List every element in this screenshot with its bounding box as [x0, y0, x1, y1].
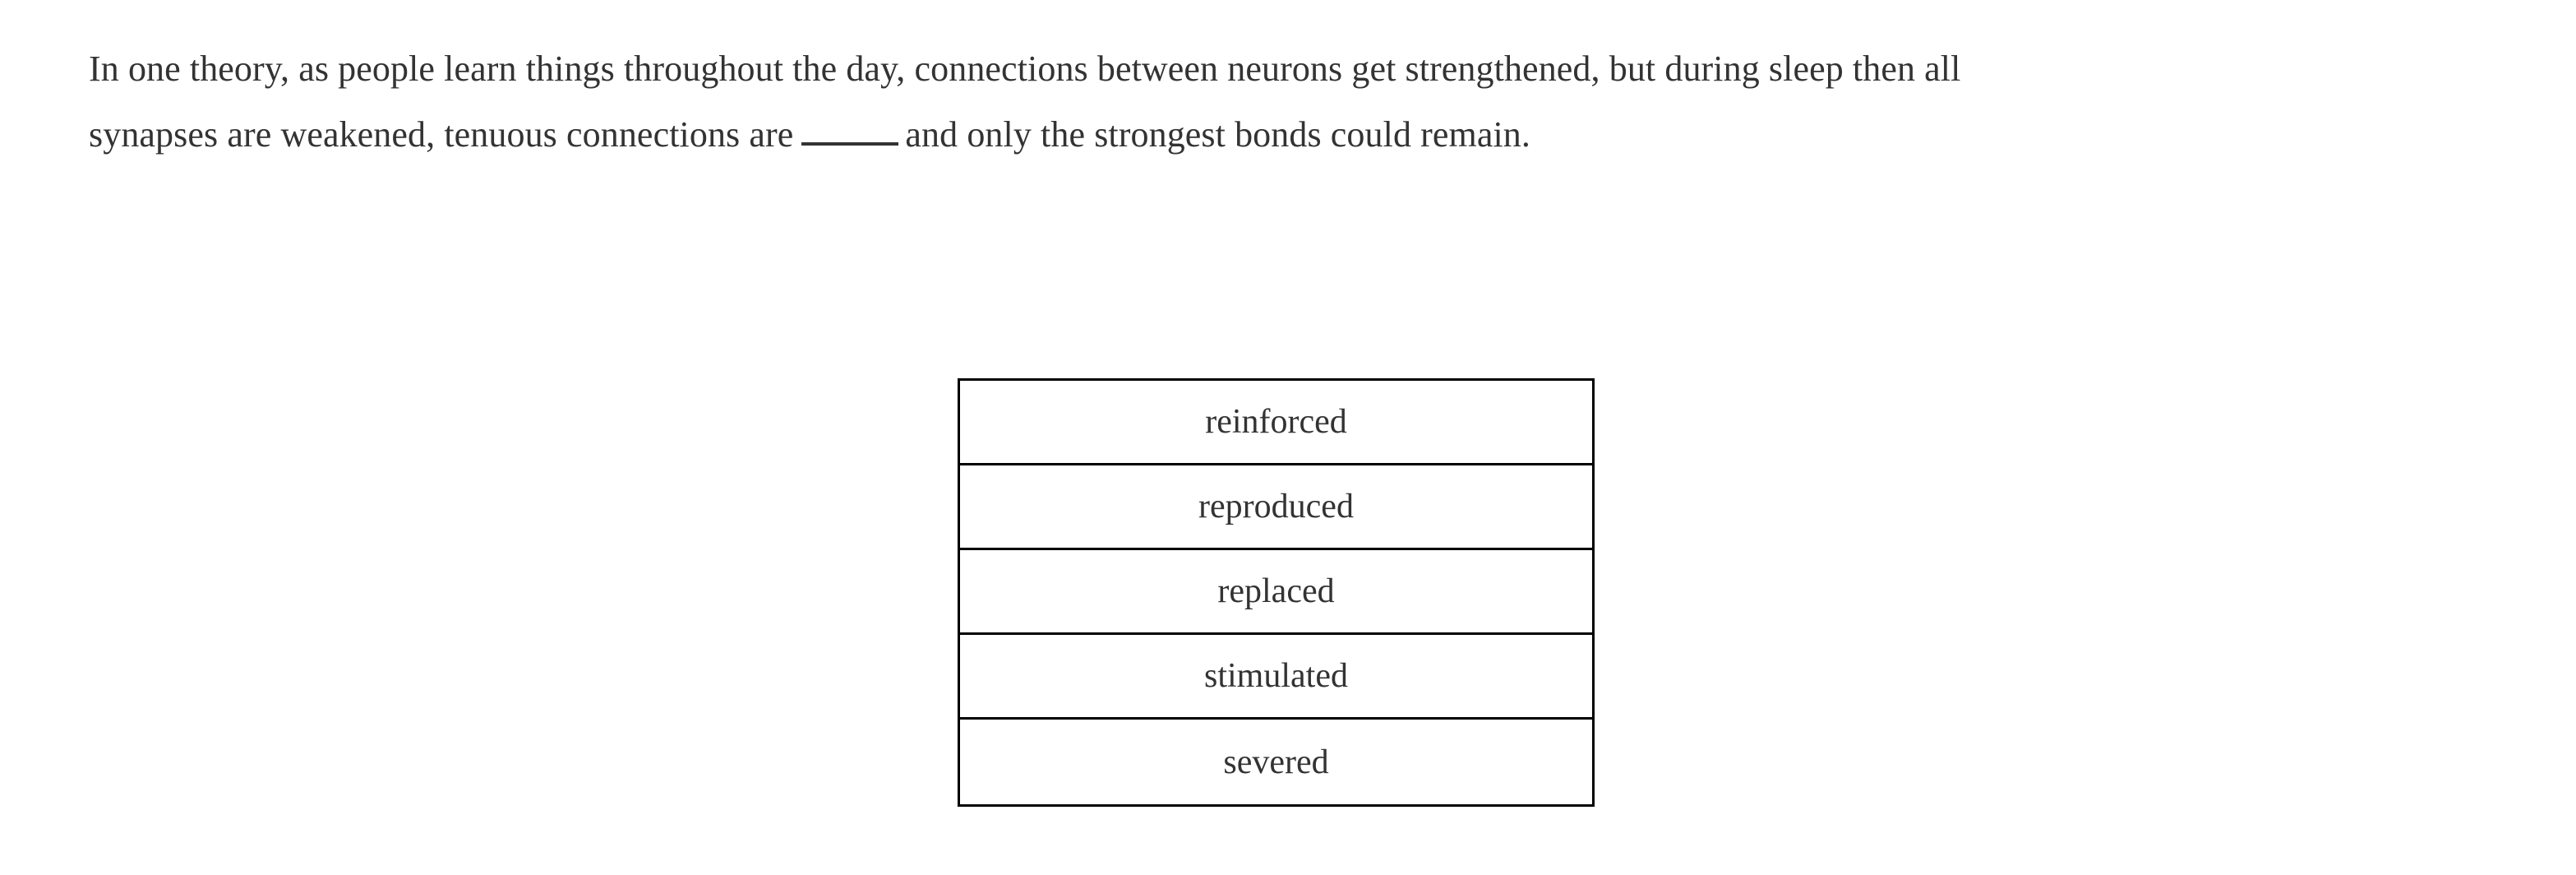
answer-choice-label: reproduced	[1198, 488, 1354, 525]
question-passage: In one theory, as people learn things th…	[89, 36, 2415, 168]
question-line-2-after-blank: and only the strongest bonds could remai…	[905, 114, 1531, 155]
question-line-2-before-blank: synapses are weakened, tenuous connectio…	[89, 114, 794, 155]
answer-choice-option-1[interactable]: reinforced	[960, 381, 1592, 465]
answer-choice-label: stimulated	[1204, 657, 1348, 695]
answer-choice-label: replaced	[1217, 572, 1335, 610]
answer-choices-table: reinforced reproduced replaced stimulate…	[958, 378, 1595, 807]
answer-choice-option-2[interactable]: reproduced	[960, 465, 1592, 550]
answer-choice-option-3[interactable]: replaced	[960, 550, 1592, 635]
answer-choice-option-5[interactable]: severed	[960, 720, 1592, 804]
answer-choice-option-4[interactable]: stimulated	[960, 635, 1592, 720]
question-line-1: In one theory, as people learn things th…	[89, 49, 1961, 89]
answer-choice-label: severed	[1223, 743, 1329, 781]
answer-choice-label: reinforced	[1205, 403, 1347, 441]
answer-blank	[801, 109, 899, 146]
question-line-2: synapses are weakened, tenuous connectio…	[89, 102, 2415, 168]
